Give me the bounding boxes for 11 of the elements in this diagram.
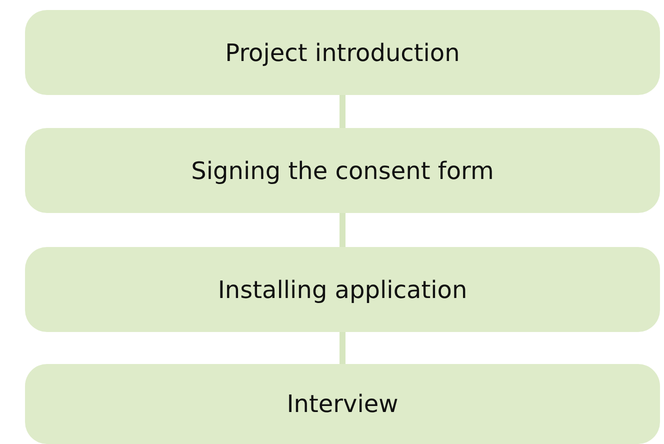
process-box: [25, 247, 660, 332]
process-box: [25, 10, 660, 95]
connector-line: [340, 95, 346, 128]
step-label: Interview: [286, 390, 398, 418]
connector-line: [340, 213, 346, 247]
connector-line: [340, 332, 346, 364]
process-box: [25, 128, 660, 213]
process-box: [25, 364, 660, 444]
step-label: Installing application: [218, 276, 468, 304]
step-label: Signing the consent form: [191, 156, 494, 184]
step-label: Project introduction: [225, 38, 460, 66]
